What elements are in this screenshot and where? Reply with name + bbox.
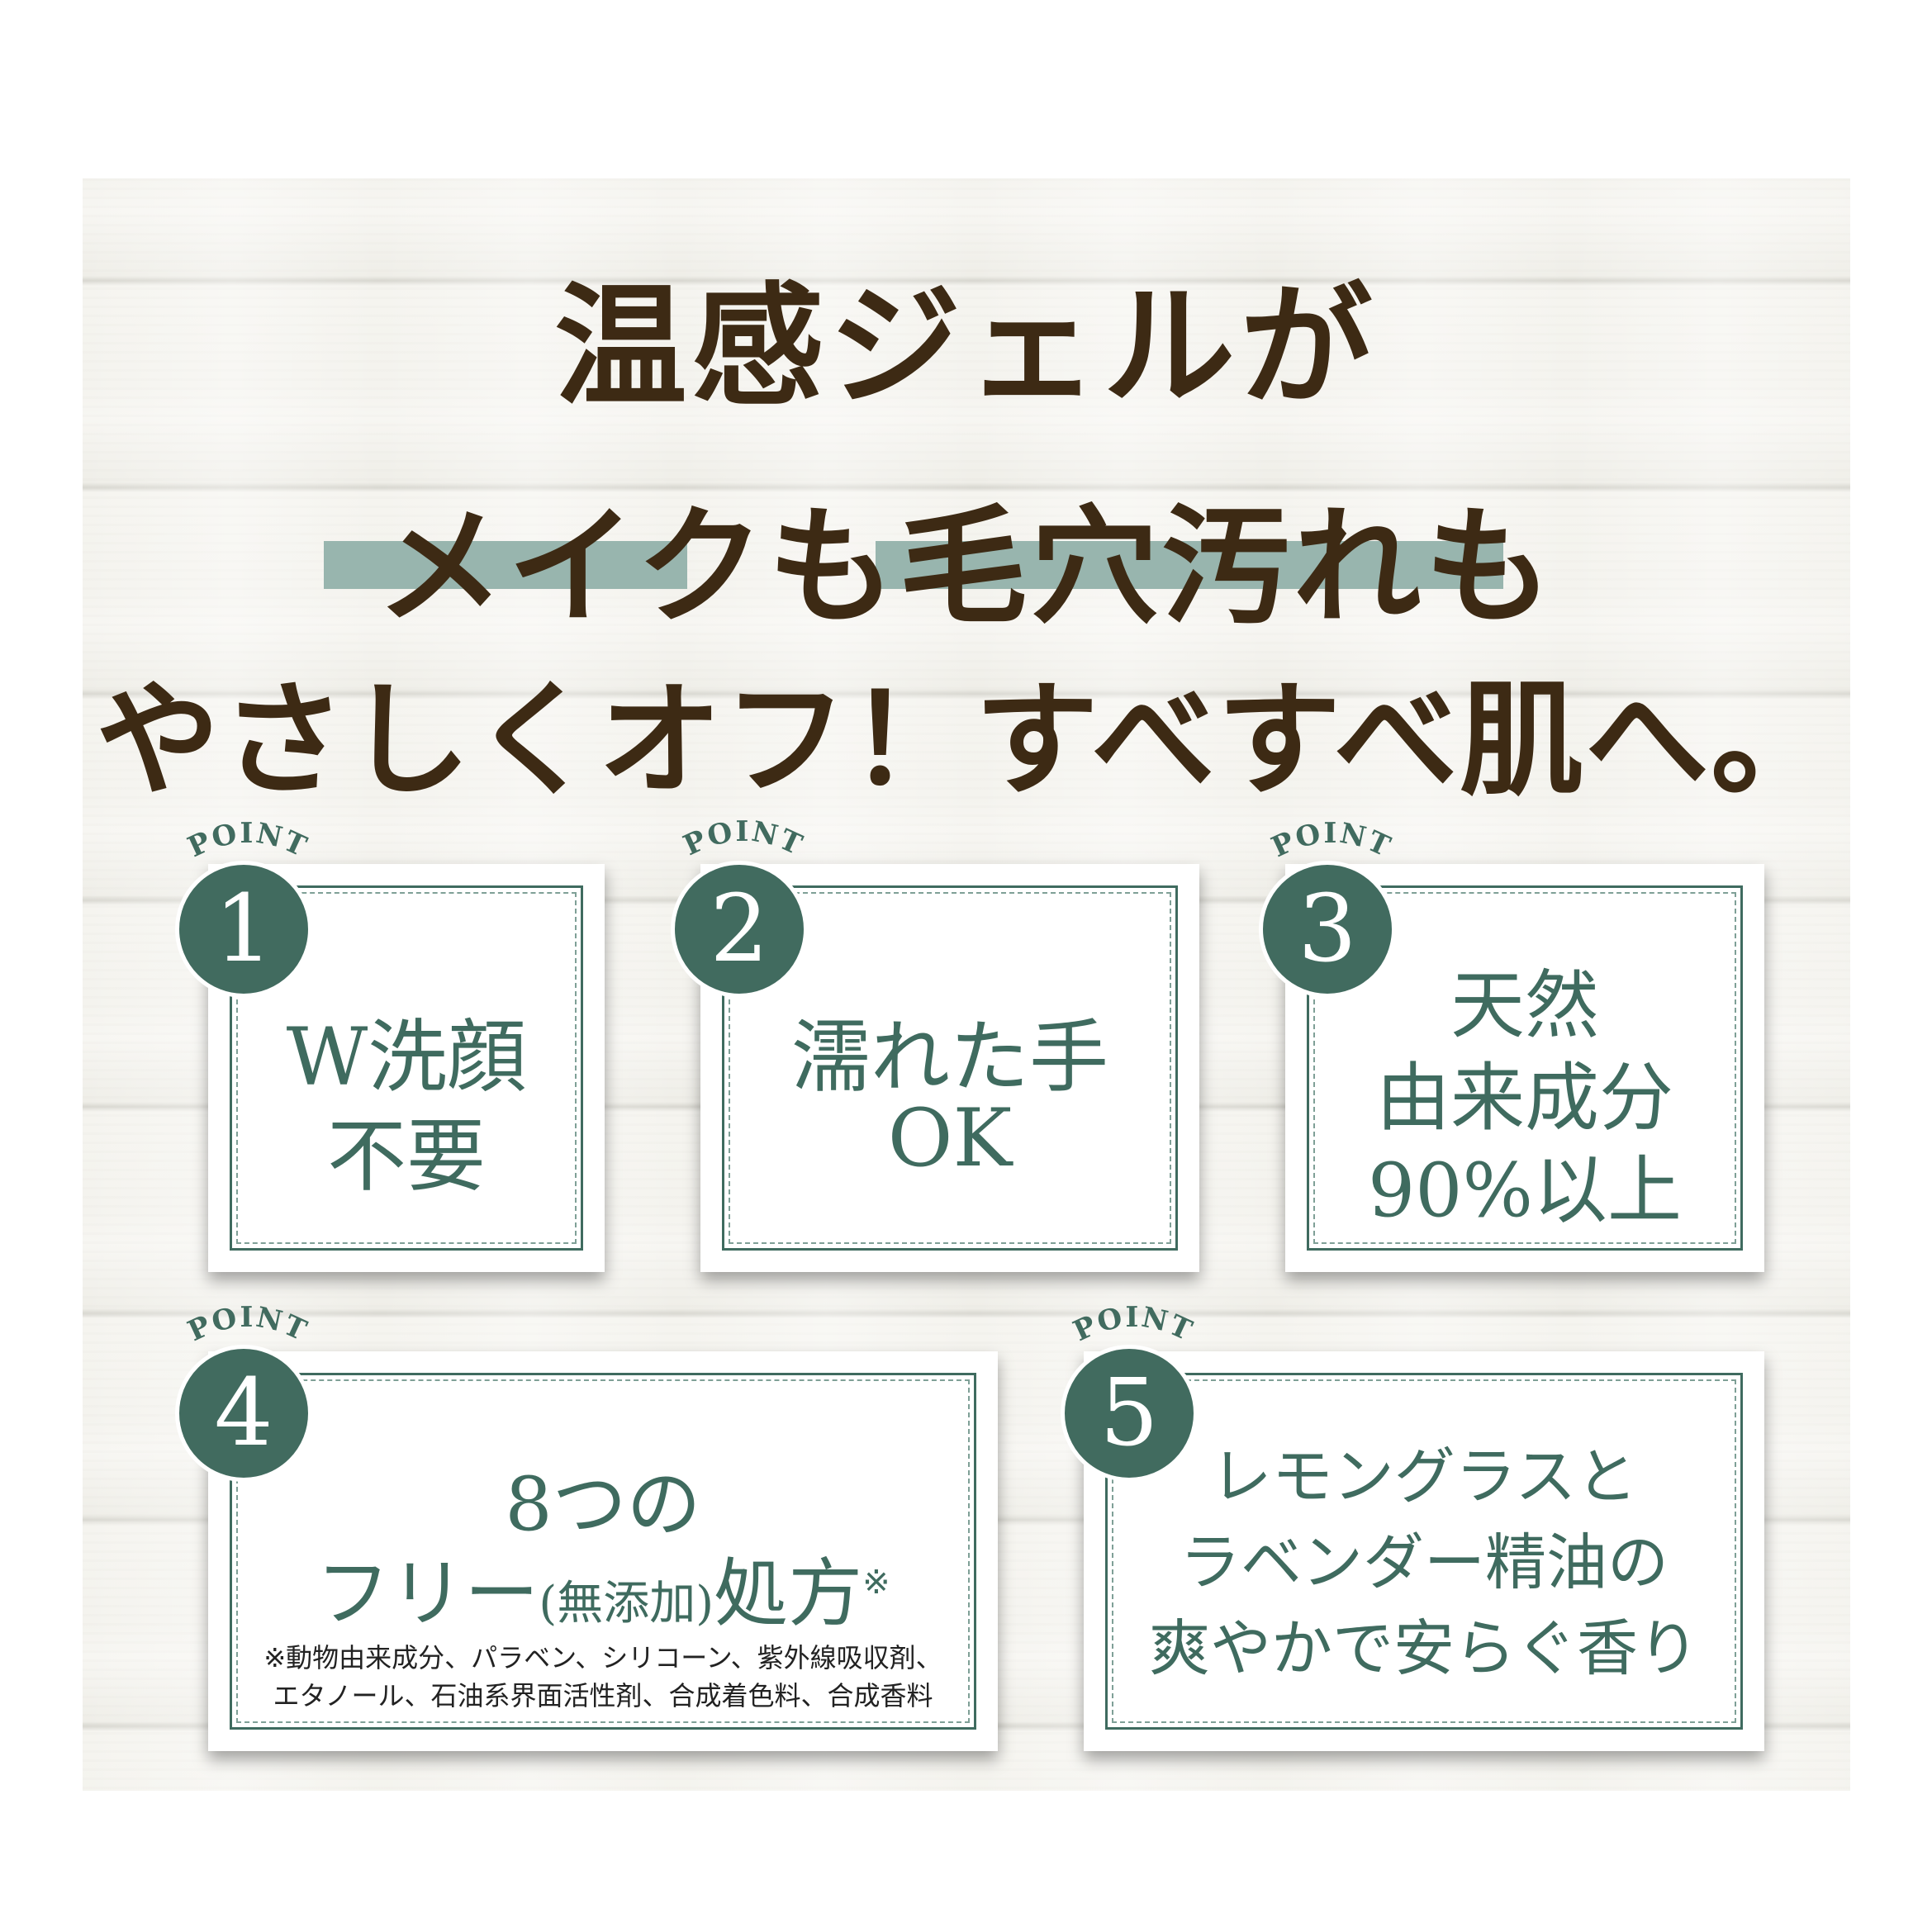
point-label-3: POINT [1266, 817, 1396, 864]
point-4-additive-free: (無添加) [539, 1577, 714, 1631]
point-4-note-1: ※動物由来成分、パラベン、シリコーン、紫外線吸収剤、 [263, 1642, 942, 1673]
headline-line-2: メイクも毛穴汚れも [376, 491, 1556, 642]
headline-line-1: 温感ジェルが [554, 268, 1378, 424]
point-2-line-1: 濡れた手 [791, 1011, 1108, 1104]
point-4-note-2: エタノール、石油系界面活性剤、合成着色料、合成香料 [273, 1680, 933, 1711]
point-2-line-2: OK [887, 1092, 1013, 1184]
card-frame [230, 885, 583, 1251]
headline-line-3: やさしくオフ！すべすべ肌へ。 [95, 667, 1836, 813]
card-frame [1307, 885, 1743, 1251]
card-frame [230, 1373, 976, 1730]
point-card-5: レモングラスと ラベンダー精油の 爽やかで安らぐ香り [1084, 1351, 1764, 1751]
point-label-2: POINT [678, 815, 808, 862]
point-3-line-3: 90%以上 [1367, 1147, 1683, 1234]
point-4-formula: 処方 [714, 1550, 863, 1637]
point-card-4: 8つの フリー(無添加)処方※ ※動物由来成分、パラベン、シリコーン、紫外線吸収… [208, 1351, 998, 1751]
svg-text:POINT: POINT [1266, 817, 1396, 864]
point-5-number-badge: 5 [1061, 1345, 1198, 1482]
point-4-free: フリー [316, 1550, 539, 1637]
svg-text:POINT: POINT [183, 817, 312, 864]
point-4-line-2: フリー(無添加)処方※ [208, 1533, 998, 1640]
svg-text:POINT: POINT [678, 815, 808, 862]
point-1-line-2: 不要 [327, 1110, 486, 1203]
point-4-line-1: 8つの [505, 1461, 701, 1548]
card-frame [722, 885, 1178, 1251]
point-3-line-1: 天然 [1450, 962, 1599, 1049]
point-3-line-2: 由来成分 [1376, 1055, 1673, 1142]
point-5-line-1: レモングラスと [1210, 1441, 1638, 1512]
point-4-number-badge: 4 [175, 1345, 312, 1482]
point-5-line-3: 爽やかで安らぐ香り [1149, 1613, 1699, 1684]
point-3-number-badge: 3 [1259, 861, 1396, 998]
point-label-1: POINT [183, 817, 312, 864]
point-4-mark: ※ [862, 1564, 890, 1602]
svg-text:POINT: POINT [183, 1301, 312, 1348]
point-5-line-2: ラベンダー精油の [1180, 1527, 1669, 1598]
highlight-bar-pores [876, 541, 1503, 589]
point-label-5: POINT [1068, 1301, 1198, 1348]
card-frame [1105, 1373, 1743, 1730]
point-label-4: POINT [183, 1301, 312, 1348]
point-1-number-badge: 1 [175, 861, 312, 998]
point-1-line-1: W洗顔 [286, 1011, 527, 1104]
highlight-bar-makeup [324, 541, 687, 589]
point-2-number-badge: 2 [671, 861, 808, 998]
svg-text:POINT: POINT [1068, 1301, 1198, 1348]
